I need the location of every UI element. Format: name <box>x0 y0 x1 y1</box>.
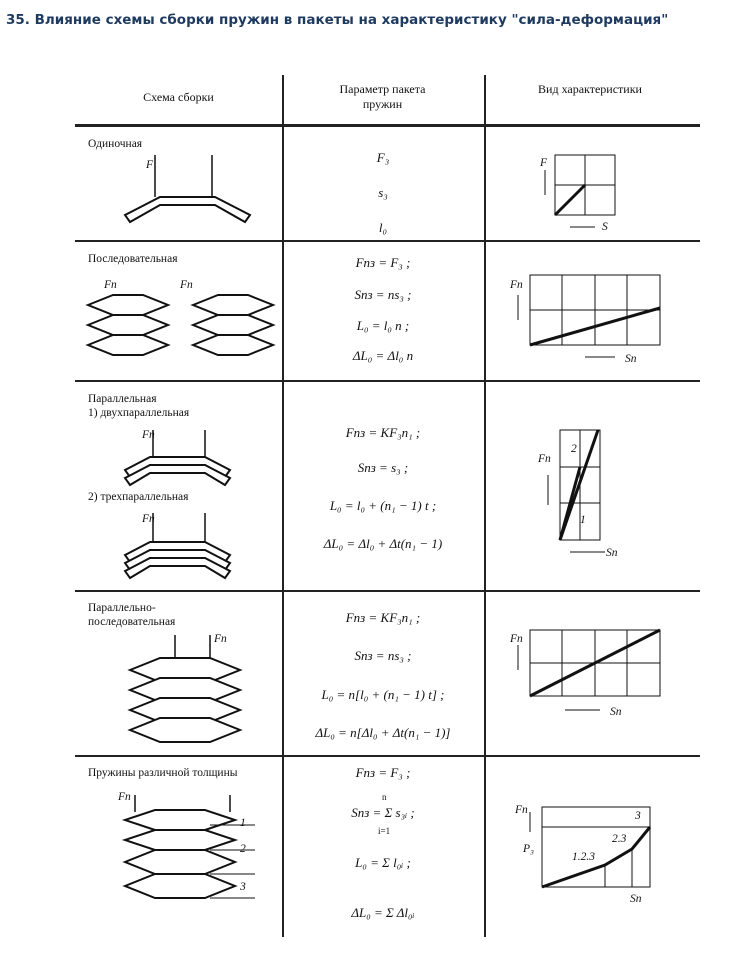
force-label: Fп <box>142 429 155 441</box>
formula: Fпз = F₃ ; <box>355 765 411 780</box>
column-divider <box>484 75 486 937</box>
single-chart <box>544 154 616 228</box>
scheme-subtype: 2) трехпараллельная <box>88 491 189 503</box>
axis-label-y: Fп <box>510 279 523 291</box>
row-divider <box>75 240 700 242</box>
page-title: 35. Влияние схемы сборки пружин в пакеты… <box>6 12 669 28</box>
axis-label-x: Sп <box>625 353 637 365</box>
formula: L₀ = n[l₀ + (n₁ − 1) t] ; <box>321 687 445 702</box>
scheme-name: Параллельная <box>88 393 157 405</box>
row-divider <box>75 590 700 592</box>
scheme-name: Параллельно-последовательная <box>88 602 176 628</box>
header-view: Вид характеристики <box>538 82 642 96</box>
single-spring-diagram <box>123 155 252 224</box>
formula: L₀ = l₀ + (n₁ − 1) t ; <box>329 498 437 513</box>
parallel-spring-diagram <box>123 430 232 580</box>
scheme-subtype: 1) двухпараллельная <box>88 407 190 419</box>
formula: L₀ = Σ l₀ᵢ ; <box>355 855 411 870</box>
formula: Fпз = KF₃n₁ ; <box>345 610 421 625</box>
series-spring-diagram <box>85 294 276 356</box>
scheme-name: Пружины различной толщины <box>88 767 238 779</box>
formula: L₀ = l₀ n ; <box>356 318 410 333</box>
row-divider <box>75 755 700 757</box>
formula: Sпз = Σ s₃ᵢ ; <box>351 805 415 820</box>
header-scheme: Схема сборки <box>143 90 214 104</box>
axis-label-y: Fп <box>538 453 551 465</box>
formula: ΔL₀ = Δl₀ n <box>352 348 414 363</box>
sum-upper-limit: n <box>382 792 387 802</box>
formula: s₃ <box>378 185 388 200</box>
force-label: F <box>146 159 154 171</box>
header-param: Параметр пакета пружин <box>339 82 426 111</box>
formula: Sпз = ns₃ ; <box>354 287 412 302</box>
axis-label-x: Sп <box>610 706 622 718</box>
spring-number: 1 <box>240 817 246 829</box>
force-label: Fп <box>214 633 227 645</box>
series-chart <box>517 274 661 358</box>
formula: ΔL₀ = n[Δl₀ + Δt(n₁ − 1)] <box>315 725 451 740</box>
row-divider <box>75 380 700 382</box>
axis-label-y: Fп <box>515 804 528 816</box>
scheme-name: Одиночная <box>88 138 143 150</box>
curve-label: 2 <box>571 443 577 455</box>
axis-label-p: P₃ <box>523 843 535 855</box>
formula: ΔL₀ = Σ Δl₀ᵢ <box>351 905 415 920</box>
force-label: Fп <box>180 279 193 291</box>
varied-thickness-chart <box>529 806 652 889</box>
scheme-name: Последовательная <box>88 253 178 265</box>
parallel-series-chart <box>517 628 661 711</box>
sum-lower-limit: i=1 <box>378 826 391 836</box>
formula: Sпз = ns₃ ; <box>354 648 412 663</box>
formula: Fпз = F₃ ; <box>355 255 411 270</box>
parallel-chart <box>547 429 605 553</box>
curve-label: 1 <box>580 514 586 526</box>
formula: Sпз = s₃ ; <box>357 460 409 475</box>
formula: F₃ <box>376 150 390 165</box>
column-divider <box>282 75 284 937</box>
curve-label: 2.3 <box>612 833 627 845</box>
formula: l₀ <box>378 220 388 235</box>
force-label: Fп <box>118 791 131 803</box>
curve-label: 3 <box>635 810 641 822</box>
axis-label-y: Fп <box>510 633 523 645</box>
parallel-series-spring-diagram <box>127 635 243 743</box>
spring-number: 3 <box>240 881 246 893</box>
axis-label-x: Sп <box>606 547 618 559</box>
formula: ΔL₀ = Δl₀ + Δt(n₁ − 1) <box>323 536 443 551</box>
axis-label-x: Sп <box>630 893 642 905</box>
spring-number: 2 <box>240 843 246 855</box>
curve-label: 1.2.3 <box>572 851 595 863</box>
force-label: Fп <box>142 513 155 525</box>
header-divider <box>75 124 700 127</box>
force-label: Fп <box>104 279 117 291</box>
axis-label-y: F <box>540 157 548 169</box>
formula: Fпз = KF₃n₁ ; <box>345 425 421 440</box>
varied-thickness-spring-diagram <box>121 795 255 899</box>
axis-label-x: S <box>602 221 608 233</box>
